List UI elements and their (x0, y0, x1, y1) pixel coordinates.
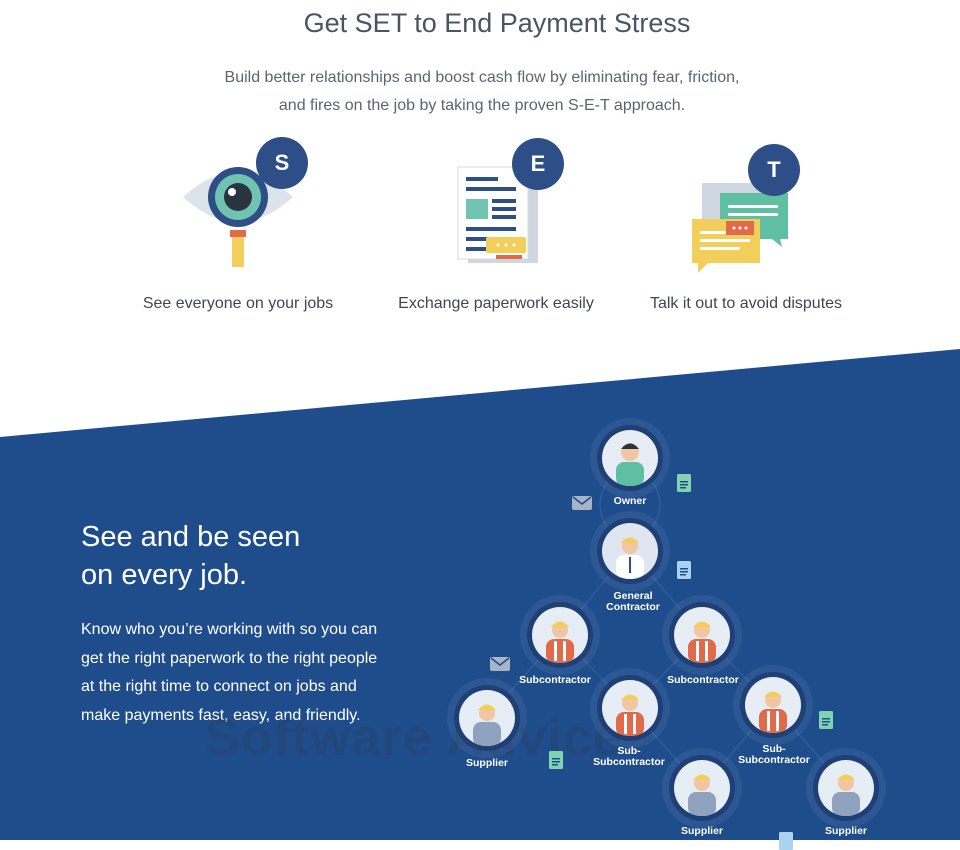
node-subcontractor-right (669, 602, 735, 668)
owner-avatar (602, 430, 658, 486)
subcontractor-avatar (532, 607, 588, 663)
headline-line-1: See and be seen (81, 521, 301, 553)
node-label-sub-subcontractor-right: Sub-Subcontractor (738, 743, 810, 766)
envelope-icon (490, 657, 510, 671)
feature-talk: T Talk it out to avoid disputes (621, 135, 871, 325)
node-general-contractor (597, 518, 663, 584)
feature-see: S See everyone on your jobs (113, 135, 363, 325)
magnifier-eye-icon (168, 135, 308, 275)
node-supplier-left (454, 685, 520, 751)
section-paragraph: Know who you’re working with so you can … (81, 616, 421, 730)
document-icon (779, 832, 793, 850)
node-owner (597, 425, 663, 491)
section-headline: See and be seen on every job. (81, 518, 421, 594)
subcontractor-avatar (674, 607, 730, 663)
document-icon (677, 561, 691, 579)
document-icon (819, 711, 833, 729)
gc-avatar (602, 523, 658, 579)
set-intro-section: Get SET to End Payment Stress Build bett… (0, 0, 960, 360)
supplier-avatar (459, 690, 515, 746)
sub-subcontractor-avatar (745, 677, 801, 733)
subtitle-line-2: and fires on the job by taking the prove… (278, 97, 686, 114)
node-supplier-right (813, 755, 879, 821)
see-and-be-seen-copy: See and be seen on every job. Know who y… (81, 518, 421, 730)
node-label-owner: Owner (613, 495, 647, 507)
document-icon (677, 474, 691, 492)
badge-s: S (256, 137, 308, 189)
documents-icon (426, 135, 566, 275)
feature-exchange: E Exchange paperwork easily (371, 135, 621, 325)
feature-caption-talk: Talk it out to avoid disputes (649, 295, 843, 312)
subtitle-line-1: Build better relationships and boost cas… (224, 69, 740, 86)
node-subcontractor-left (527, 602, 593, 668)
node-sub-subcontractor-right (740, 672, 806, 738)
node-label-subcontractor-right: Subcontractor (667, 674, 739, 686)
paragraph-line: get the right paperwork to the right peo… (81, 649, 378, 667)
supplier-avatar (818, 760, 874, 816)
badge-t: T (748, 144, 800, 196)
paragraph-line: at the right time to connect on jobs and (81, 678, 357, 695)
paragraph-line: make payments fast, easy, and friendly. (81, 706, 361, 724)
feature-caption-exchange: Exchange paperwork easily (398, 295, 594, 312)
page-title: Get SET to End Payment Stress (303, 8, 691, 38)
sub-subcontractor-avatar (602, 680, 658, 736)
paragraph-line: Know who you’re working with so you can (81, 621, 378, 638)
envelope-icon (572, 496, 592, 510)
node-label-supplier-right: Supplier (824, 825, 867, 837)
node-label-supplier-mid: Supplier (680, 825, 723, 837)
document-icon (549, 751, 563, 769)
node-label-sub-subcontractor-mid: Sub-Subcontractor (593, 745, 665, 768)
chat-bubbles-icon (676, 135, 816, 275)
headline-line-2: on every job. (81, 559, 248, 591)
node-supplier-mid (669, 755, 735, 821)
node-label-supplier-left: Supplier (465, 757, 508, 769)
node-sub-subcontractor-mid (597, 675, 663, 741)
badge-e: E (512, 138, 564, 190)
feature-caption-see: See everyone on your jobs (142, 295, 334, 312)
node-label-subcontractor-left: Subcontractor (519, 674, 591, 686)
supplier-avatar (674, 760, 730, 816)
